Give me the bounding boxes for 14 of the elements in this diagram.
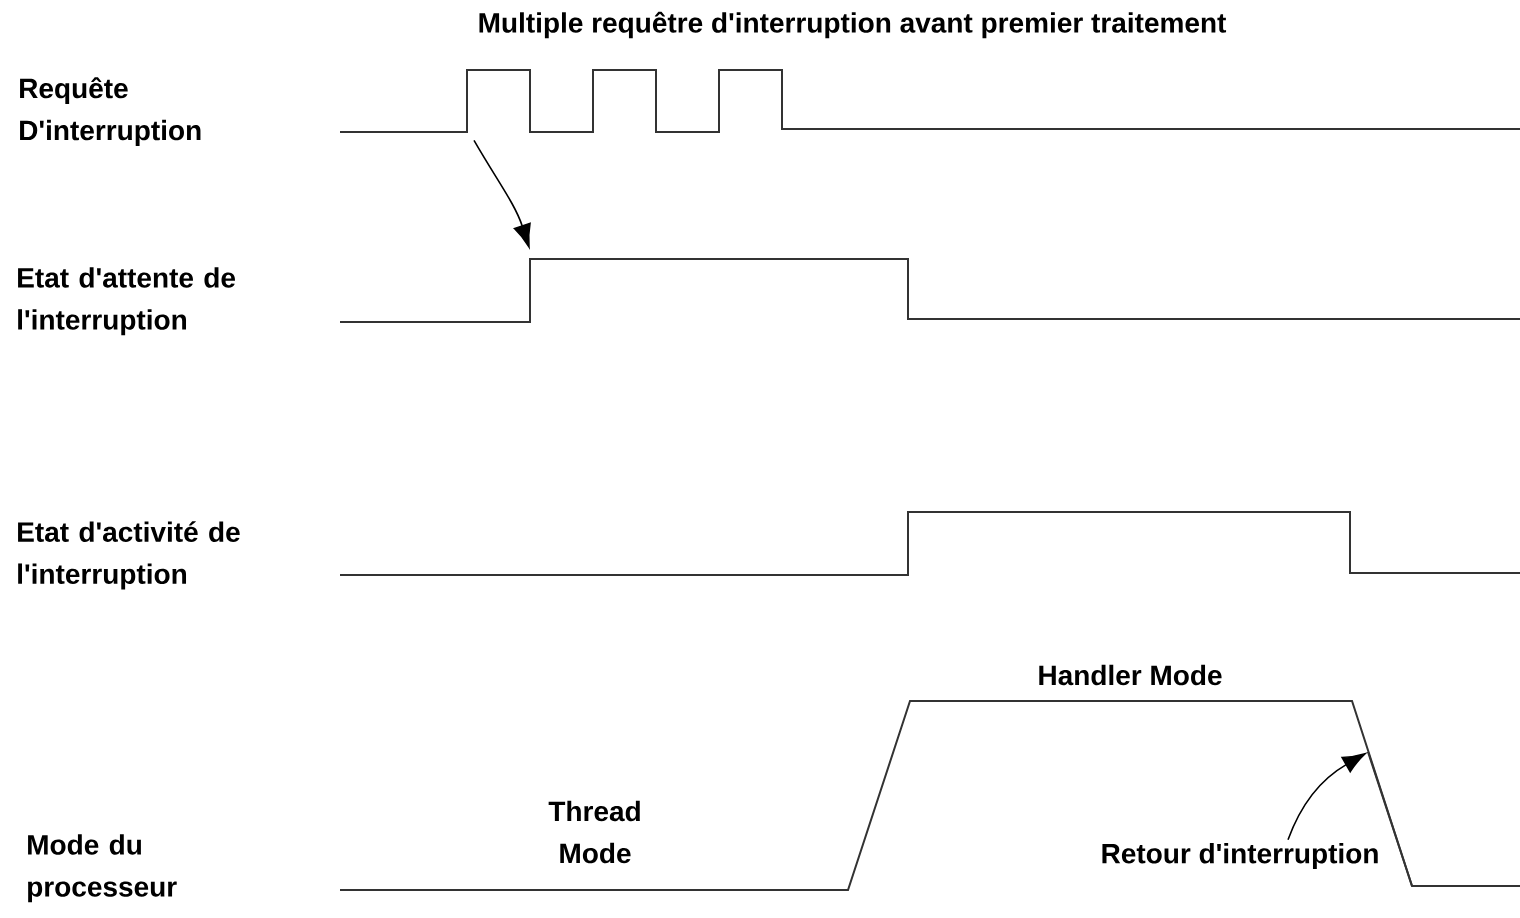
signal-label: Etat d'attente de l'interruption: [18, 267, 235, 336]
signal-label: Multiple requêtre d'interruption avant premier traitement: [479, 11, 1227, 39]
signal-waveform: [339, 511, 1520, 576]
signal-label: Mode du processeur: [28, 834, 177, 903]
signal-label: Handler Mode: [1039, 664, 1222, 686]
signal-waveform: [339, 69, 1520, 133]
signal-waveform: [339, 258, 1520, 323]
signal-label: Thread Mode: [548, 800, 640, 864]
signal-label: Requête D'interruption: [20, 77, 201, 146]
signal-label: Etat d'activité de l'interruption: [18, 521, 240, 590]
signal-waveform: [339, 700, 1520, 891]
callout-text: Retour d'interruption: [1097, 839, 1383, 873]
arrow: [473, 139, 531, 248]
arrow: [1287, 752, 1366, 841]
